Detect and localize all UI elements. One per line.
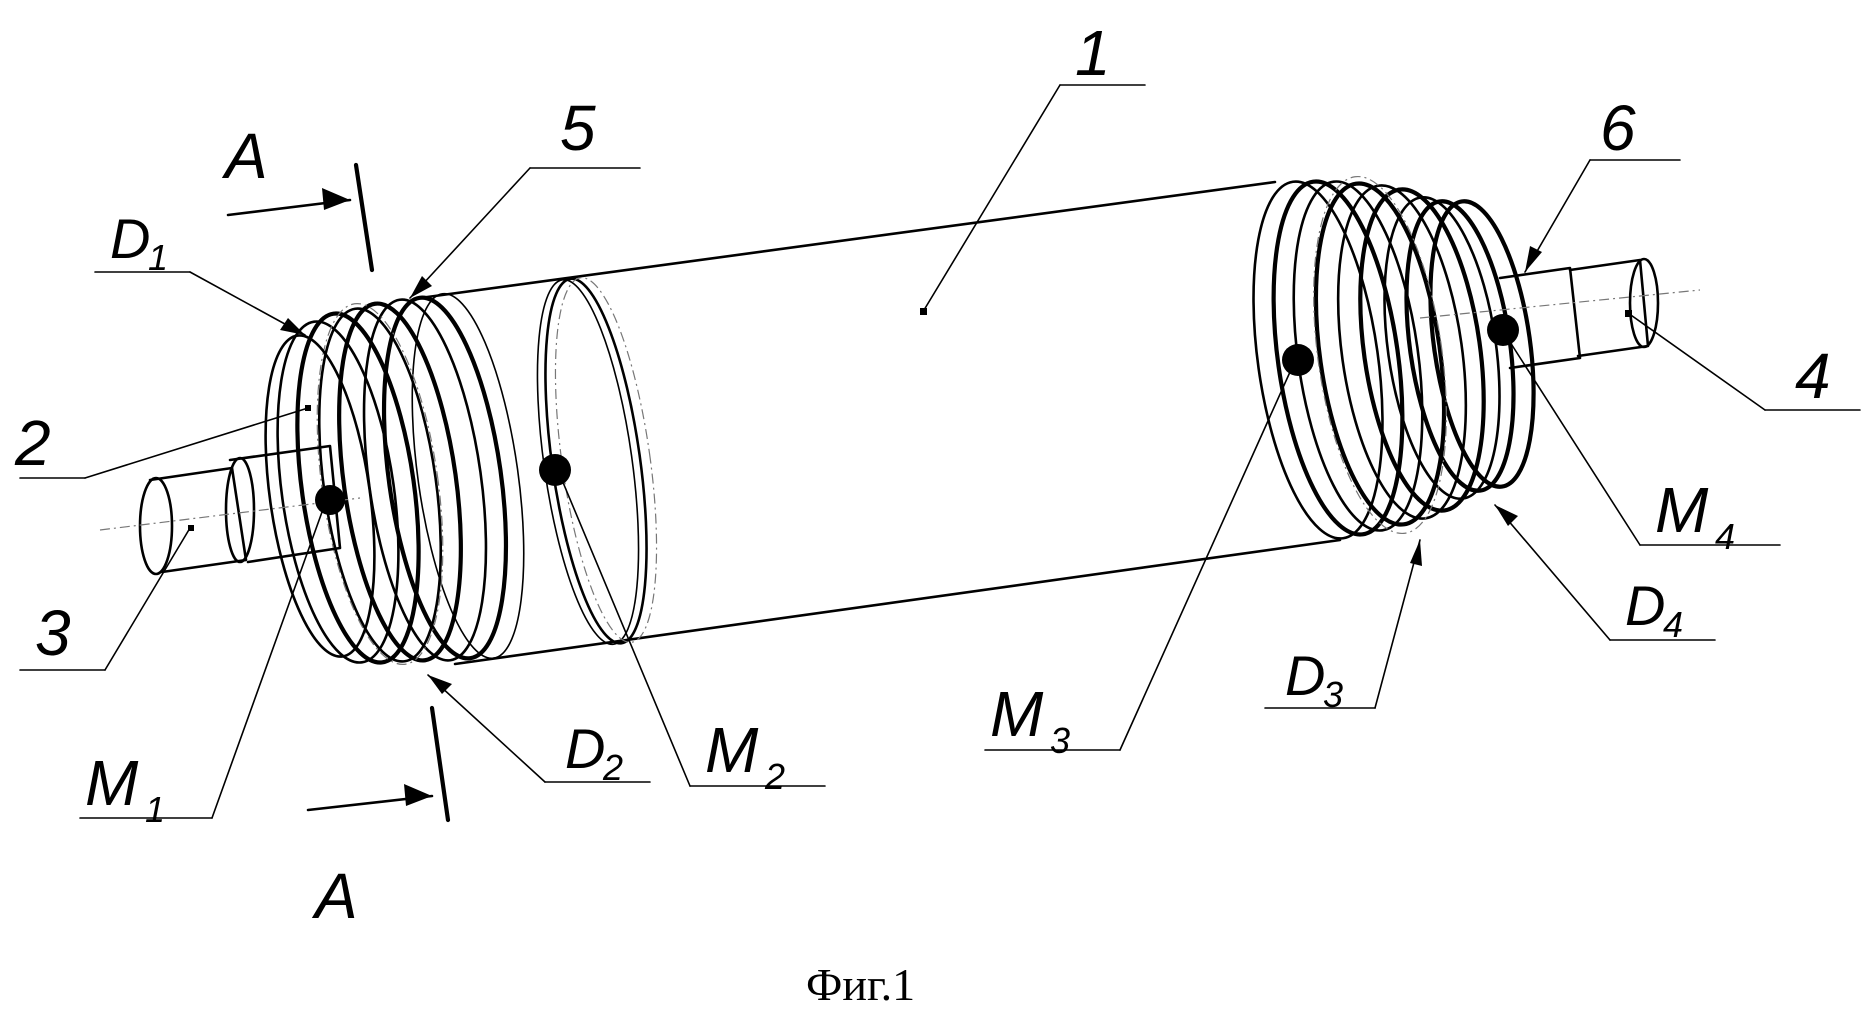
- point-marker-3: [188, 525, 194, 531]
- svg-text:M: M: [1655, 474, 1709, 546]
- mass-m1-dot: [315, 485, 345, 515]
- label-m4: M 4: [1655, 474, 1735, 557]
- label-m2: M 2: [705, 714, 785, 797]
- right-shaft: [1419, 257, 1701, 370]
- svg-text:D: D: [1285, 644, 1325, 707]
- label-part-5: 5: [560, 92, 596, 164]
- left-end-face: [264, 334, 376, 658]
- svg-text:D: D: [1625, 574, 1665, 637]
- svg-text:2: 2: [602, 747, 623, 788]
- mass-m2-dot: [539, 454, 571, 486]
- figure-caption: Фиг.1: [806, 959, 915, 1010]
- svg-text:2: 2: [764, 756, 785, 797]
- svg-text:1: 1: [145, 789, 165, 830]
- mass-m4-dot: [1487, 314, 1519, 346]
- label-d3: D 3: [1285, 644, 1343, 715]
- svg-text:3: 3: [1323, 674, 1343, 715]
- label-part-4: 4: [1795, 340, 1831, 412]
- leader-lines: [19, 84, 1861, 819]
- svg-text:M: M: [705, 714, 759, 786]
- main-roller-body: [418, 180, 1342, 666]
- svg-text:4: 4: [1715, 516, 1735, 557]
- point-marker-1: [920, 308, 927, 315]
- svg-text:M: M: [990, 678, 1044, 750]
- right-groove-assembly: [1252, 175, 1536, 540]
- label-part-6: 6: [1600, 92, 1636, 164]
- label-d4: D 4: [1625, 574, 1683, 645]
- labels: 1 2 3 4 5 6 A A D 1 D 2 D 3 D 4 M 1 M 2: [14, 17, 1831, 1010]
- label-m1: M 1: [85, 747, 165, 830]
- section-line-aa: [226, 162, 451, 823]
- label-part-3: 3: [35, 597, 71, 669]
- svg-text:1: 1: [148, 237, 168, 278]
- label-part-1: 1: [1075, 17, 1111, 89]
- label-section-a-bottom: A: [311, 860, 358, 932]
- label-d1: D 1: [110, 207, 168, 278]
- label-part-2: 2: [14, 407, 51, 479]
- label-section-a-top: A: [221, 120, 268, 192]
- svg-text:3: 3: [1050, 720, 1070, 761]
- svg-text:D: D: [565, 717, 605, 780]
- label-m3: M 3: [990, 678, 1070, 761]
- svg-text:M: M: [85, 747, 139, 819]
- mass-m3-dot: [1282, 344, 1314, 376]
- svg-text:D: D: [110, 207, 150, 270]
- label-d2: D 2: [565, 717, 623, 788]
- svg-text:4: 4: [1663, 604, 1683, 645]
